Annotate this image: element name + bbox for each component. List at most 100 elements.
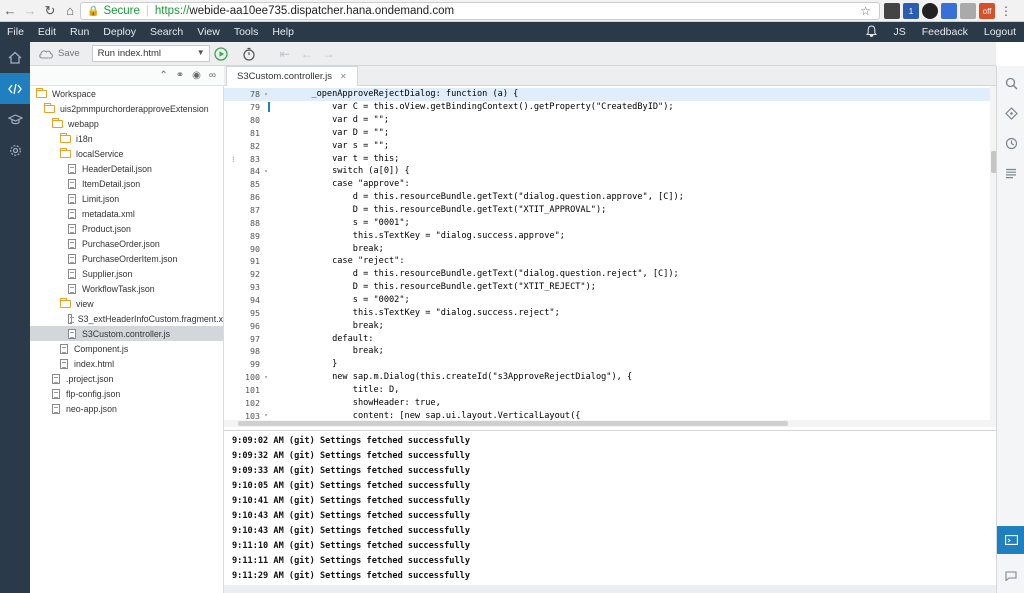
- file-icon: [68, 328, 76, 339]
- console-line: 9:09:32 AM (git) Settings fetched succes…: [232, 451, 470, 461]
- tree-item[interactable]: view: [30, 296, 223, 311]
- close-icon[interactable]: ✕: [340, 72, 347, 81]
- code-text: title: D,: [270, 384, 400, 395]
- tree-item[interactable]: index.html: [30, 356, 223, 371]
- address-bar[interactable]: 🔒 Secure | https:// webide-aa10ee735.dis…: [80, 2, 880, 20]
- collapse-icon[interactable]: ⌃: [159, 70, 168, 81]
- tree-item[interactable]: metadata.xml: [30, 206, 223, 221]
- code-line: 78▾ _openApproveRejectDialog: function (…: [224, 88, 990, 101]
- line-number: 102: [245, 397, 260, 408]
- code-line: 89 this.sTextKey = "dialog.success.appro…: [224, 229, 990, 242]
- extension-icon[interactable]: [941, 3, 957, 19]
- fold-toggle-icon[interactable]: ▾: [264, 412, 268, 420]
- navigate-back-icon[interactable]: ⇤: [279, 46, 290, 61]
- notification-bell-icon[interactable]: [858, 24, 885, 40]
- tree-item[interactable]: S3_extHeaderInfoCustom.fragment.x: [30, 311, 223, 326]
- menu-search[interactable]: Search: [149, 26, 184, 38]
- extension-icon[interactable]: off: [979, 3, 995, 19]
- navigate-previous-icon[interactable]: ←: [300, 46, 313, 61]
- menu-deploy[interactable]: Deploy: [103, 26, 136, 38]
- back-icon[interactable]: ←: [3, 3, 17, 18]
- tree-item[interactable]: localService: [30, 146, 223, 161]
- tree-item[interactable]: PurchaseOrder.json: [30, 236, 223, 251]
- console-line: 9:10:41 AM (git) Settings fetched succes…: [232, 496, 470, 506]
- run-configuration-value: Run index.html: [97, 48, 162, 59]
- file-icon: [68, 253, 76, 264]
- tree-item[interactable]: uis2pmmpurchorderapproveExtension: [30, 101, 223, 116]
- code-line: 93 D = this.resourceBundle.getText("XTIT…: [224, 281, 990, 294]
- fold-toggle-icon[interactable]: ▾: [264, 373, 268, 381]
- development-code-icon[interactable]: [0, 73, 30, 104]
- menu-dots-icon[interactable]: ⋮: [1000, 4, 1012, 18]
- tree-item[interactable]: ItemDetail.json: [30, 176, 223, 191]
- save-button[interactable]: Save: [30, 48, 88, 59]
- git-history-icon[interactable]: [997, 128, 1024, 158]
- tree-item[interactable]: Limit.json: [30, 191, 223, 206]
- run-timer-icon[interactable]: [238, 43, 260, 65]
- tree-item[interactable]: Workspace: [30, 86, 223, 101]
- link-icon[interactable]: ⚭: [175, 70, 185, 81]
- tree-item[interactable]: WorkflowTask.json: [30, 281, 223, 296]
- forward-icon[interactable]: →: [23, 3, 37, 18]
- settings-gear-icon[interactable]: [0, 135, 30, 166]
- extension-icon[interactable]: 1: [903, 3, 919, 19]
- file-icon: [68, 208, 76, 219]
- home-icon[interactable]: ⌂: [66, 3, 74, 18]
- tree-item[interactable]: webapp: [30, 116, 223, 131]
- tree-item[interactable]: Component.js: [30, 341, 223, 356]
- line-number: 91: [250, 256, 260, 267]
- bookmark-star-icon[interactable]: ☆: [860, 4, 871, 18]
- binoculars-icon[interactable]: ∞: [208, 70, 216, 81]
- code-text: content: [new sap.ui.layout.VerticalLayo…: [270, 410, 581, 421]
- scroll-thumb[interactable]: [238, 421, 788, 426]
- outline-list-icon[interactable]: [997, 158, 1024, 188]
- navigate-next-icon[interactable]: →: [322, 46, 335, 61]
- tree-item[interactable]: HeaderDetail.json: [30, 161, 223, 176]
- reload-icon[interactable]: ↻: [44, 2, 56, 18]
- extension-icon[interactable]: [922, 3, 938, 19]
- tree-item[interactable]: Product.json: [30, 221, 223, 236]
- learning-center-icon[interactable]: [0, 104, 30, 135]
- git-pane-icon[interactable]: [997, 98, 1024, 128]
- problems-icon[interactable]: [997, 566, 1024, 586]
- menu-help[interactable]: Help: [272, 26, 294, 38]
- extension-icon[interactable]: [960, 3, 976, 19]
- tree-item[interactable]: Supplier.json: [30, 266, 223, 281]
- tree-item[interactable]: i18n: [30, 131, 223, 146]
- scroll-thumb[interactable]: [991, 151, 997, 173]
- tree-item[interactable]: PurchaseOrderItem.json: [30, 251, 223, 266]
- feedback-link[interactable]: Feedback: [921, 26, 968, 38]
- secure-label: Secure: [103, 5, 140, 17]
- line-number: 84: [250, 166, 260, 177]
- logout-link[interactable]: Logout: [983, 26, 1016, 38]
- menu-tools[interactable]: Tools: [233, 26, 259, 38]
- tab-s3custom-controller[interactable]: S3Custom.controller.js ✕: [226, 66, 358, 86]
- fold-toggle-icon[interactable]: ▾: [264, 90, 268, 98]
- folder-icon: [36, 87, 47, 98]
- line-number: 81: [250, 127, 260, 138]
- console-panel: 9:09:02 AM (git) Settings fetched succes…: [224, 430, 996, 585]
- console-toggle-icon[interactable]: [997, 526, 1024, 554]
- user-initials[interactable]: JS: [893, 26, 906, 38]
- editor-vertical-scrollbar[interactable]: [990, 86, 998, 422]
- code-line: 99 }: [224, 358, 990, 371]
- menu-edit[interactable]: Edit: [37, 26, 57, 38]
- editor-horizontal-scrollbar[interactable]: [224, 420, 996, 427]
- run-configuration-select[interactable]: Run index.html ▼: [91, 45, 210, 62]
- extension-icon[interactable]: [884, 3, 900, 19]
- fold-toggle-icon[interactable]: ▾: [264, 167, 268, 175]
- file-icon: [68, 268, 76, 279]
- tree-item[interactable]: neo-app.json: [30, 401, 223, 416]
- run-play-icon[interactable]: [210, 43, 232, 65]
- tree-item[interactable]: S3Custom.controller.js: [30, 326, 223, 341]
- tree-item[interactable]: .project.json: [30, 371, 223, 386]
- tree-item[interactable]: flp-config.json: [30, 386, 223, 401]
- search-icon[interactable]: [997, 68, 1024, 98]
- home-icon[interactable]: [0, 42, 30, 73]
- menu-file[interactable]: File: [7, 26, 24, 38]
- extension-icons: 1 off ⋮: [884, 3, 1014, 19]
- menu-run[interactable]: Run: [70, 26, 90, 38]
- eye-icon[interactable]: ◉: [192, 70, 201, 81]
- menu-view[interactable]: View: [197, 26, 220, 38]
- code-editor[interactable]: ⁝ 78▾ _openApproveRejectDialog: function…: [224, 86, 990, 422]
